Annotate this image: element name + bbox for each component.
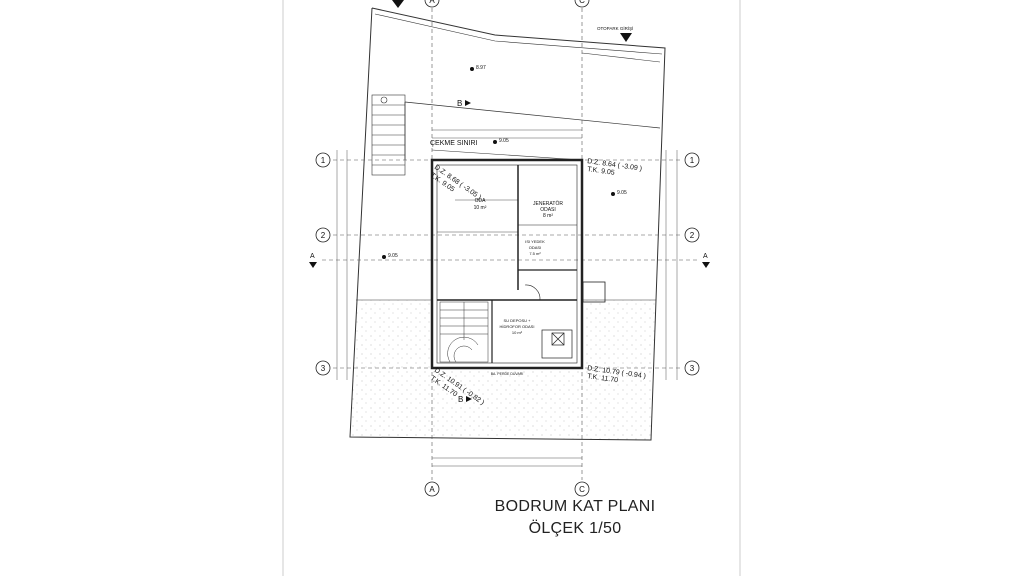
grid-bubble-3-right: 3 <box>690 364 695 373</box>
setback-line-label: ÇEKME SINIRI <box>430 140 478 147</box>
grid-bubble-2-left: 2 <box>321 231 326 240</box>
section-arrow-icon <box>309 262 317 268</box>
room-heat-name2: ODASI <box>529 245 541 250</box>
section-b-bottom: B <box>458 395 463 404</box>
dimension-lines <box>336 129 678 467</box>
site-boundary <box>349 7 666 441</box>
parking-entrance-arrow-icon <box>620 33 632 42</box>
corner-br-tk: T.K. 11.70 <box>587 373 619 384</box>
level-top: 8.97 <box>476 65 486 71</box>
room-water-name2: HİDROFOR ODASI <box>500 324 535 329</box>
entrance-arrow-icon <box>392 0 404 8</box>
room-heat-name: ISI YEDEK <box>525 239 545 244</box>
interior-stairs <box>439 301 489 363</box>
equipment-box <box>541 329 573 359</box>
room-oda-area: 10 m² <box>474 205 487 211</box>
room-water-name: SU DEPOSU + <box>503 318 531 323</box>
exterior-stairs <box>371 94 406 176</box>
level-setback: 9.05 <box>499 138 509 144</box>
level-left: 9.05 <box>388 253 398 259</box>
grid-bubble-a-bottom: A <box>429 485 435 494</box>
grid-bubble-c-top: C <box>579 0 585 5</box>
section-arrow-icon <box>465 100 471 106</box>
grid-bubble-2-right: 2 <box>690 231 695 240</box>
level-marker-icon <box>493 140 497 144</box>
level-marker-icon <box>470 67 474 71</box>
grid-bubble-1-left: 1 <box>321 156 326 165</box>
section-arrow-icon <box>466 396 472 402</box>
room-oda-name: ODA <box>475 198 487 204</box>
section-a-left: A <box>310 253 315 260</box>
grid-bubble-1-right: 1 <box>690 156 695 165</box>
garden-area <box>350 300 656 440</box>
room-water-area: 10 m² <box>512 330 523 335</box>
level-marker-icon <box>611 192 615 196</box>
section-b-top: B <box>457 99 462 108</box>
building-walls <box>430 158 606 370</box>
level-marker-icon <box>382 255 386 259</box>
level-right: 9.05 <box>617 190 627 196</box>
room-heat-area: 7.5 m² <box>529 251 541 256</box>
room-generator-name2: ODASI <box>540 207 556 213</box>
corner-tr-tk: T.K. 9.05 <box>587 166 615 177</box>
drawing-scale: ÖLÇEK 1/50 <box>528 520 622 537</box>
section-a-right: A <box>703 253 708 260</box>
parking-entrance-label: OTOPARK GİRİŞİ <box>597 25 633 31</box>
drawing-title: BODRUM KAT PLANI <box>494 498 656 515</box>
grid-lines <box>322 8 700 480</box>
grid-bubble-a-top: A <box>429 0 435 5</box>
section-arrow-icon <box>702 262 710 268</box>
room-generator-area: 8 m² <box>543 213 553 219</box>
wall-label: BA. PERDE DUVARI <box>491 372 524 376</box>
grid-bubble-c-bottom: C <box>579 485 585 494</box>
grid-bubble-3-left: 3 <box>321 364 326 373</box>
room-generator-name: JENERATÖR <box>533 200 563 207</box>
